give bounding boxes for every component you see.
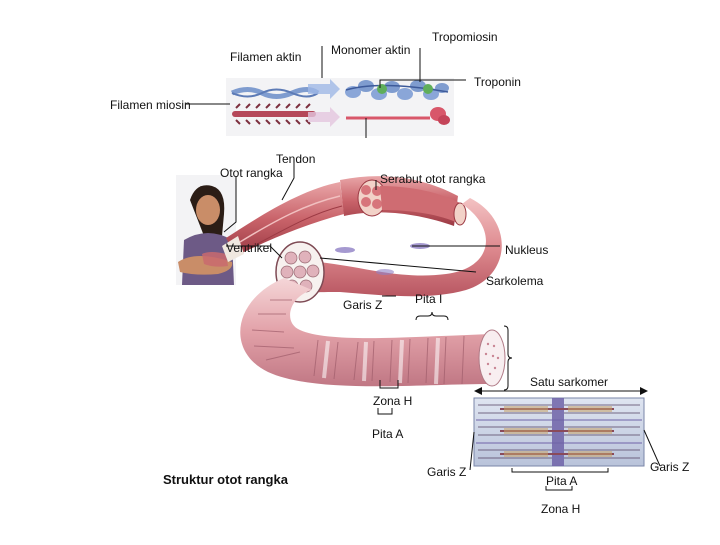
muscle-fiber: [278, 198, 502, 298]
crossbridges: [504, 406, 612, 457]
single-fascicle: [380, 186, 467, 226]
actin-monomer-chain: [345, 80, 449, 100]
label-pita-a-sarcomere: Pita A: [546, 474, 578, 488]
label-zona-h: Zona H: [373, 394, 413, 408]
label-pita-a: Pita A: [372, 427, 404, 441]
arrow-actin: [308, 79, 340, 99]
myofibril-striations: [251, 299, 465, 385]
actin-rows: [478, 404, 640, 459]
label-otot-rangka: Otot rangka: [220, 166, 283, 180]
myosin-molecule: [346, 107, 450, 125]
myofibril-end-dots: [484, 342, 500, 376]
label-ventrikel: Ventrikel: [226, 241, 273, 255]
label-filamen-aktin: Filamen aktin: [230, 50, 302, 64]
label-zona-h-sarcomere: Zona H: [541, 502, 581, 516]
diagram-title: Struktur otot rangka: [163, 472, 288, 487]
myofibril-end: [478, 329, 506, 387]
pita-i-bracket: [415, 311, 449, 321]
label-tropomiosin: Tropomiosin: [432, 30, 498, 44]
myofibril-body: [240, 278, 496, 387]
label-garis-z-sarcomere-right: Garis Z: [650, 460, 690, 474]
label-garis-z: Garis Z: [343, 298, 383, 312]
myofibril-bracket: [503, 325, 513, 391]
filament-inset: [226, 78, 454, 136]
sarcomere-inset: [473, 397, 645, 467]
label-filamen-miosin: Filamen miosin: [110, 98, 191, 112]
zona-h-bracket-2: [545, 486, 573, 491]
leader-lines-bottom: [469, 390, 661, 491]
zona-h-bracket-1: [379, 380, 399, 389]
label-pita-i: Pita I: [415, 292, 443, 306]
nucleus-1: [335, 247, 355, 253]
muscle-bundle: [222, 176, 467, 262]
actin-filament-left: [230, 87, 320, 99]
myofibril-light-bands: [322, 337, 440, 385]
arrowheads: [474, 387, 648, 395]
label-monomer-aktin: Monomer aktin: [331, 43, 411, 57]
pita-a-bracket-1: [377, 408, 393, 415]
label-tendon: Tendon: [276, 152, 316, 166]
muscle-belly: [226, 182, 344, 256]
label-serabut-otot-rangka: Serabut otot rangka: [380, 172, 486, 186]
nucleus-3: [376, 269, 394, 275]
leader-lines-middle: [223, 162, 513, 415]
label-garis-z-sarcomere-left: Garis Z: [427, 465, 467, 479]
label-satu-sarkomer: Satu sarkomer: [530, 375, 609, 389]
face: [196, 195, 220, 225]
label-nukleus: Nukleus: [505, 243, 549, 257]
tropomyosin-strand: [345, 84, 449, 93]
leader-lines-top: [186, 46, 466, 138]
arm-muscle-highlight: [202, 252, 228, 267]
label-troponin: Troponin: [474, 75, 521, 89]
myofibril: [240, 278, 506, 387]
arrow-myosin: [308, 107, 340, 127]
fiber-body: [278, 198, 502, 298]
pita-a-bracket-2: [511, 468, 609, 473]
troponin-dot-1: [377, 84, 387, 94]
myosin-filament-left: [232, 103, 316, 125]
tendon-shape: [222, 236, 244, 262]
troponin-dot-2: [423, 84, 433, 94]
label-sarkolema: Sarkolema: [486, 274, 544, 288]
